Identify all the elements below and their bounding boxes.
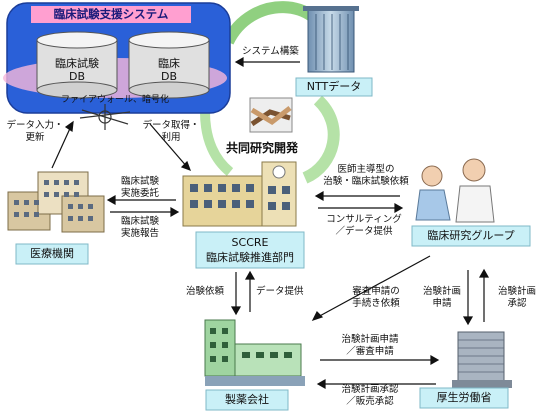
doctor-led-request-label: 医師主導型の治験・臨床試験依頼: [323, 164, 409, 187]
data-input-label: データ入力・更新: [6, 120, 64, 143]
plan-approve-sales-label: 治験計画承認／販売承認: [341, 384, 399, 407]
impl-request-label: 臨床試験実施委託: [120, 176, 159, 199]
system-build-label: システム構築: [242, 46, 299, 57]
pharma-company-label: 製薬会社: [225, 393, 269, 406]
consulting-label: コンサルティング／データ提供: [326, 214, 402, 237]
ntt-data-label: NTTデータ: [306, 80, 362, 93]
data-provide-label: データ提供: [256, 286, 304, 297]
mhlw-label: 厚生労働省: [436, 391, 492, 404]
research-group-label: 臨床研究グループ: [427, 229, 515, 242]
medical-institution-label: 医療機関: [30, 247, 74, 260]
chiken-request-label: 治験依頼: [186, 286, 225, 297]
review-request-label: 審査申請の手続き依頼: [352, 286, 400, 309]
plan-apply-label: 治験計画申請: [422, 286, 461, 309]
data-get-label: データ取得・利用: [142, 120, 200, 143]
system-title: 臨床試験支援システム: [53, 7, 169, 21]
plan-approve-label: 治験計画承認: [497, 286, 536, 309]
firewall-label: ファイアウォール、暗号化: [60, 95, 169, 105]
impl-report-label: 臨床試験実施報告: [120, 216, 159, 239]
joint-research-label: 共同研究開発: [226, 141, 299, 155]
plan-apply-review-label: 治験計画申請／審査申請: [341, 334, 399, 357]
